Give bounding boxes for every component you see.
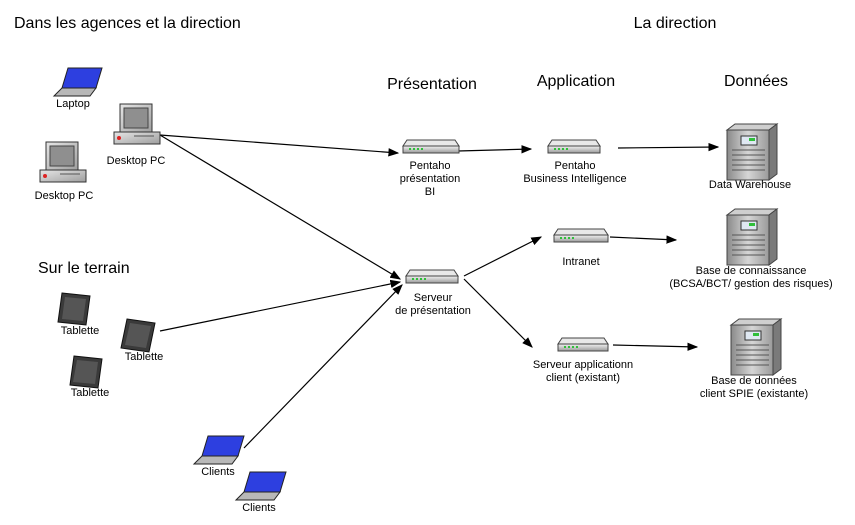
- knowledge-base-label: Base de connaissance (BCSA/BCT/ gestion …: [669, 265, 833, 290]
- clients-label: Clients: [201, 466, 235, 478]
- network-server-icon: [553, 228, 609, 243]
- presentation-server-label: Serveur de présentation: [395, 292, 471, 317]
- direction-heading: La direction: [633, 15, 717, 32]
- tablet-icon: [57, 292, 91, 326]
- clients-label: Clients: [242, 502, 276, 514]
- network-server-icon: [547, 139, 601, 154]
- field-heading: Sur le terrain: [38, 260, 130, 277]
- client-db-label: Base de données client SPIE (existante): [699, 375, 809, 400]
- connector-desktop-to-presentation-server: [159, 134, 402, 280]
- presentation-column-heading: Présentation: [387, 76, 477, 93]
- network-server-icon: [557, 337, 609, 352]
- connector-clients-to-presentation-server: [243, 284, 403, 449]
- connector-pentaho-presentation-to-pentaho-bi: [457, 145, 533, 154]
- app-server-label: Serveur applicationn client (existant): [532, 359, 634, 384]
- tablet-icon: [69, 355, 103, 389]
- connector-app-server-to-client-db: [612, 342, 699, 351]
- laptop-icon: [192, 435, 245, 465]
- desktop-pc-label: Desktop PC: [34, 190, 94, 202]
- desktop-pc-label: Desktop PC: [106, 155, 166, 167]
- application-column-heading: Application: [536, 73, 616, 90]
- tablet-icon: [120, 318, 156, 353]
- laptop-icon: [52, 67, 103, 97]
- connector-presentation-server-to-intranet: [463, 236, 543, 277]
- connector-presentation-server-to-app-server: [463, 278, 533, 348]
- pentaho-bi-label: Pentaho Business Intelligence: [523, 160, 627, 185]
- network-server-icon: [405, 269, 459, 284]
- agencies-heading: Dans les agences et la direction: [14, 15, 241, 32]
- desktop-pc-icon: [113, 103, 161, 145]
- database-server-icon: [729, 318, 783, 376]
- tablet-label: Tablette: [124, 351, 164, 363]
- network-server-icon: [402, 139, 460, 154]
- laptop-icon: [234, 471, 287, 501]
- pentaho-presentation-label: Pentaho présentation BI: [399, 160, 461, 198]
- database-server-icon: [725, 208, 779, 266]
- tablet-label: Tablette: [70, 387, 110, 399]
- data-warehouse-label: Data Warehouse: [708, 179, 792, 191]
- desktop-pc-icon: [39, 141, 87, 183]
- data-column-heading: Données: [723, 73, 789, 90]
- intranet-label: Intranet: [562, 256, 600, 268]
- tablet-label: Tablette: [60, 325, 100, 337]
- laptop-label: Laptop: [56, 98, 90, 110]
- connector-intranet-to-knowledge-base: [609, 235, 678, 244]
- connector-tablet-to-presentation-server: [159, 279, 402, 332]
- connector-desktop-to-pentaho-presentation: [159, 134, 400, 157]
- database-server-icon: [725, 123, 779, 181]
- connector-pentaho-bi-to-data-warehouse: [617, 142, 720, 152]
